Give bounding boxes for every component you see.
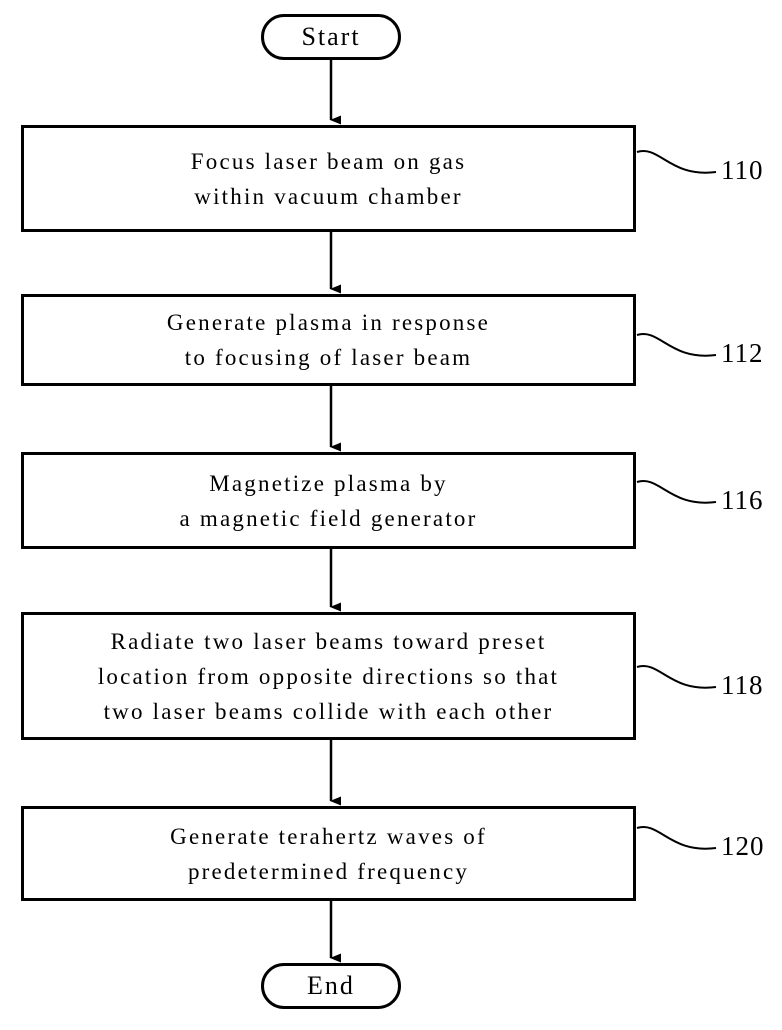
end-label: End bbox=[307, 971, 355, 1000]
process-box-120-line-2: predetermined frequency bbox=[187, 858, 470, 884]
process-box-112-line-2: to focusing of laser beam bbox=[184, 345, 473, 370]
process-box-112-line-1: Generate plasma in response bbox=[166, 310, 491, 335]
leader-line-112 bbox=[636, 333, 717, 357]
reference-numeral-116: 116 bbox=[721, 485, 764, 515]
leader-line-116 bbox=[636, 480, 717, 504]
process-box-116-line-1: Magnetize plasma by bbox=[209, 470, 448, 496]
process-box-110-line-2: within vacuum chamber bbox=[194, 183, 463, 209]
leader-line-120 bbox=[636, 826, 717, 850]
start-label: Start bbox=[301, 22, 361, 51]
process-box-112: Generate plasma in response to focusing … bbox=[21, 294, 636, 386]
start-terminator: Start bbox=[261, 14, 401, 60]
process-box-118-line-3: two laser beams collide with each other bbox=[103, 698, 554, 724]
reference-numeral-120: 120 bbox=[721, 831, 765, 861]
process-box-120: Generate terahertz waves of predetermine… bbox=[21, 806, 636, 901]
process-box-116: Magnetize plasma by a magnetic field gen… bbox=[21, 452, 636, 549]
process-box-118-line-2: location from opposite directions so tha… bbox=[97, 663, 560, 689]
reference-numeral-110: 110 bbox=[721, 155, 764, 185]
process-box-118: Radiate two laser beams toward preset lo… bbox=[21, 612, 636, 740]
leader-line-118 bbox=[636, 665, 717, 689]
process-box-116-line-2: a magnetic field generator bbox=[179, 505, 478, 531]
leader-line-110 bbox=[636, 150, 717, 174]
process-box-110-line-1: Focus laser beam on gas bbox=[190, 148, 467, 174]
end-terminator: End bbox=[261, 963, 401, 1009]
process-box-118-line-1: Radiate two laser beams toward preset bbox=[110, 628, 547, 654]
process-box-120-line-1: Generate terahertz waves of bbox=[170, 823, 487, 849]
reference-numeral-112: 112 bbox=[721, 338, 764, 368]
process-box-110: Focus laser beam on gas within vacuum ch… bbox=[21, 125, 636, 232]
reference-numeral-118: 118 bbox=[721, 670, 764, 700]
